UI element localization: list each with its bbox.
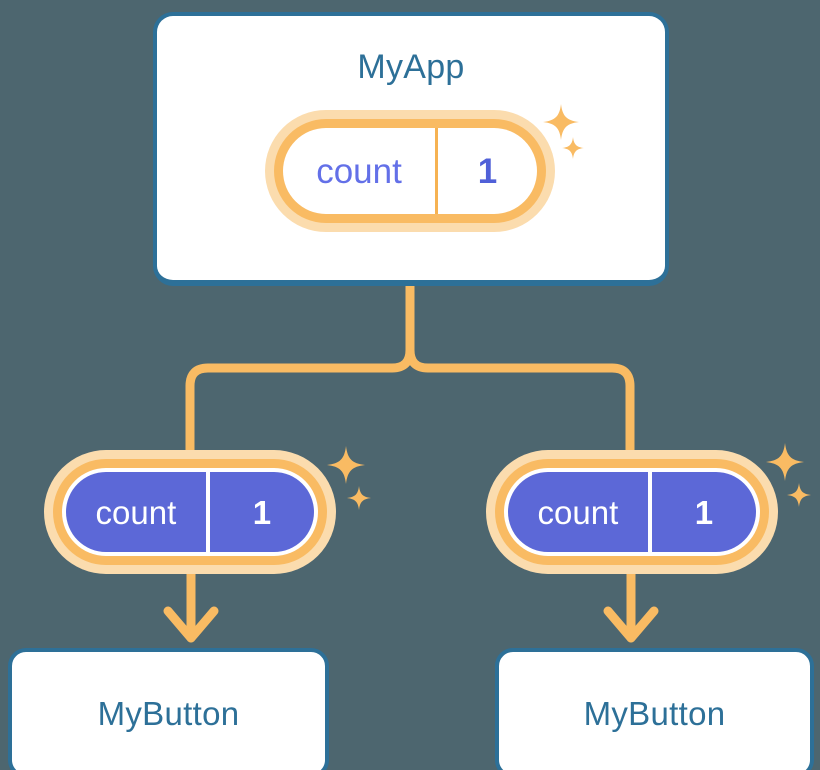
pill-body: count 1 xyxy=(283,128,537,214)
pill-body: count 1 xyxy=(62,468,318,556)
sparkle-icon xyxy=(766,443,804,481)
component-card-mybutton-left[interactable]: MyButton xyxy=(8,648,329,770)
sparkle-icon xyxy=(543,104,579,140)
page-title: MyApp xyxy=(357,48,465,86)
sparkle-icon xyxy=(327,446,365,484)
component-label: MyButton xyxy=(97,694,240,732)
pill-inner: count 1 xyxy=(66,472,314,552)
state-key-label: count xyxy=(66,472,210,552)
component-label: MyButton xyxy=(583,694,726,732)
state-pill-mybutton-right[interactable]: count 1 xyxy=(486,450,778,574)
state-value-label: 1 xyxy=(252,493,272,531)
state-pill-mybutton-left[interactable]: count 1 xyxy=(44,450,336,574)
pill-inner: count 1 xyxy=(508,472,756,552)
pill-body: count 1 xyxy=(504,468,760,556)
sparkle-small-icon xyxy=(562,137,584,159)
state-key-label: count xyxy=(508,472,652,552)
state-value-label: 1 xyxy=(694,493,714,531)
component-card-myapp[interactable]: MyApp xyxy=(153,12,669,286)
state-key-label: count xyxy=(283,128,438,214)
sparkle-small-icon xyxy=(347,486,371,510)
state-pill-myapp[interactable]: count 1 xyxy=(265,110,555,232)
state-value-label: 1 xyxy=(477,151,498,191)
sparkle-small-icon xyxy=(787,483,811,507)
component-card-mybutton-right[interactable]: MyButton xyxy=(495,648,814,770)
